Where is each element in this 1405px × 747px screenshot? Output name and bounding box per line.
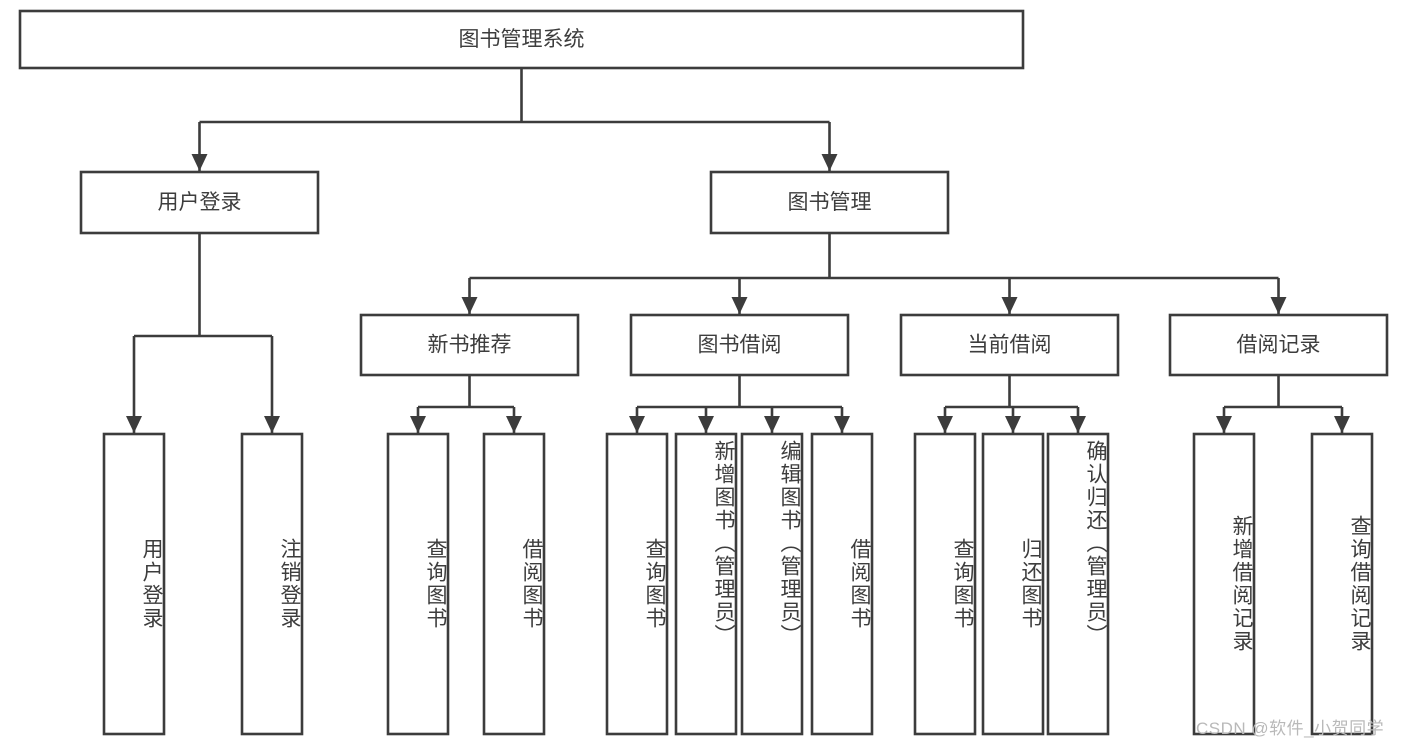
- arrow-head-icon: [1334, 416, 1350, 433]
- arrow-head-icon: [410, 416, 426, 433]
- node-user-login-label: 用户登录: [158, 191, 242, 214]
- node-new-book-recommend-box[interactable]: [359, 313, 580, 377]
- arrow-head-icon: [629, 416, 645, 433]
- leaf-leaf-query-book-cb-box[interactable]: [913, 432, 977, 736]
- node-root-box[interactable]: [18, 9, 1025, 70]
- arrow-head-icon: [1001, 297, 1018, 314]
- arrow-head-icon: [1216, 416, 1232, 433]
- leaf-leaf-borrow-book-rec-box[interactable]: [482, 432, 546, 736]
- arrow-head-icon: [264, 416, 280, 433]
- leaf-leaf-borrow-book-br-box[interactable]: [810, 432, 874, 736]
- node-book-borrow-box[interactable]: [629, 313, 850, 377]
- leaf-leaf-confirm-return-box[interactable]: [1046, 432, 1110, 736]
- arrow-head-icon: [698, 416, 714, 433]
- node-new-book-recommend-label: 新书推荐: [428, 334, 512, 357]
- arrow-head-icon: [461, 297, 478, 314]
- node-book-manage-box[interactable]: [709, 170, 950, 235]
- leaf-leaf-return-book-box[interactable]: [981, 432, 1045, 736]
- leaf-leaf-user-login-box[interactable]: [102, 432, 166, 736]
- leaf-leaf-add-book-box[interactable]: [674, 432, 738, 736]
- leaf-leaf-query-book-br-box[interactable]: [605, 432, 669, 736]
- arrow-head-icon: [506, 416, 522, 433]
- watermark-credit: CSDN @软件_小贺同学: [1196, 719, 1385, 738]
- arrow-head-icon: [731, 297, 748, 314]
- arrow-head-icon: [126, 416, 142, 433]
- arrow-head-icon: [1005, 416, 1021, 433]
- arrow-head-icon: [1270, 297, 1287, 314]
- node-borrow-record-label: 借阅记录: [1237, 334, 1321, 357]
- arrow-head-icon: [834, 416, 850, 433]
- node-borrow-record-box[interactable]: [1168, 313, 1389, 377]
- arrow-head-icon: [937, 416, 953, 433]
- leaf-leaf-query-book-rec-box[interactable]: [386, 432, 450, 736]
- node-current-borrow-box[interactable]: [899, 313, 1120, 377]
- arrow-head-icon: [1070, 416, 1086, 433]
- leaf-leaf-edit-book-box[interactable]: [740, 432, 804, 736]
- arrow-head-icon: [191, 154, 208, 171]
- node-book-borrow-label: 图书借阅: [698, 334, 782, 357]
- leaf-leaf-add-record-box[interactable]: [1192, 432, 1256, 736]
- arrow-head-icon: [764, 416, 780, 433]
- node-root-label: 图书管理系统: [459, 28, 585, 51]
- node-book-manage-label: 图书管理: [788, 191, 872, 214]
- leaf-leaf-query-record-box[interactable]: [1310, 432, 1374, 736]
- node-user-login-box[interactable]: [79, 170, 320, 235]
- leaf-leaf-logout-box[interactable]: [240, 432, 304, 736]
- arrow-head-icon: [821, 154, 838, 171]
- node-current-borrow-label: 当前借阅: [968, 334, 1052, 357]
- node-box-layer: [18, 9, 1389, 736]
- connector-layer: [126, 68, 1350, 433]
